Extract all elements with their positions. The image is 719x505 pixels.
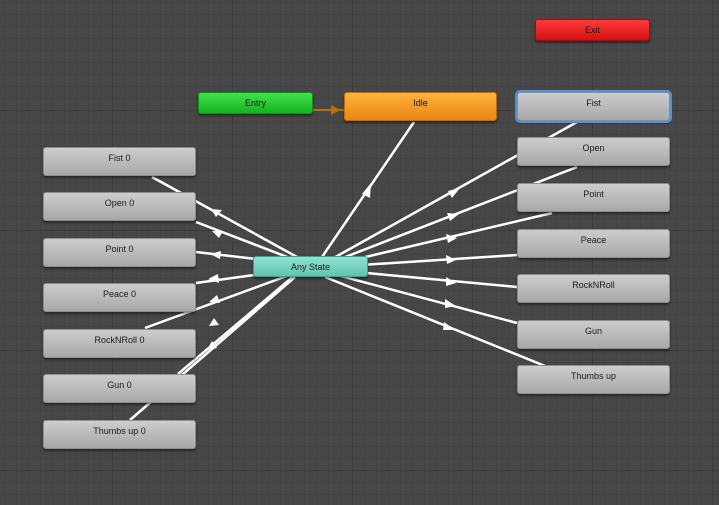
transition-arrow [331,105,340,115]
idle-node[interactable]: Idle [344,92,497,121]
transition-arrow [211,209,222,217]
transition-any-rocknroll[interactable] [344,269,518,289]
state-label: Thumbs up [570,371,617,381]
state-peace[interactable]: Peace [517,229,670,258]
state-thumbs-up[interactable]: Thumbs up [517,365,670,394]
transition-any-gun[interactable] [336,273,518,325]
state-open-0[interactable]: Open 0 [43,192,196,221]
state-label: Point [583,189,604,199]
idle-node-label: Idle [413,98,428,108]
state-gun[interactable]: Gun [517,320,670,349]
state-label: Gun [584,326,602,336]
transition-arrow [207,341,217,350]
transition-arrow [448,188,460,198]
transition-arrow [208,274,219,283]
state-peace-0[interactable]: Peace 0 [43,283,196,312]
transition-arrow [446,234,457,243]
transition-arrow [447,213,459,221]
transition-any-peace[interactable] [344,253,518,268]
transition-arrow [210,251,221,259]
state-label: Gun 0 [107,380,132,390]
exit-node[interactable]: Exit [535,19,650,41]
transition-arrow [209,318,219,326]
exit-node-label: Exit [584,25,600,35]
state-label: RockNRoll 0 [94,335,145,345]
state-label: Thumbs up 0 [93,426,146,436]
any-state-node[interactable]: Any State [253,256,368,277]
state-label: Peace [580,235,607,245]
transition-any-thumbs-up[interactable] [324,275,546,368]
state-label: Peace 0 [102,289,137,299]
state-label: Fist 0 [108,153,131,163]
state-rocknroll[interactable]: RockNRoll [517,274,670,303]
transition-any-fist-0[interactable] [151,175,298,259]
transition-any-point[interactable] [339,211,553,265]
state-point-0[interactable]: Point 0 [43,238,196,267]
state-point[interactable]: Point [517,183,670,212]
transition-any-open-0[interactable] [195,220,296,262]
state-label: Open [582,143,605,153]
state-label: Open 0 [104,198,135,208]
entry-node[interactable]: Entry [198,92,313,114]
state-gun-0[interactable]: Gun 0 [43,374,196,403]
any-state-node-label: Any State [290,262,331,272]
state-fist-0[interactable]: Fist 0 [43,147,196,176]
entry-node-label: Entry [244,98,266,108]
transition-arrow [443,322,455,330]
transition-arrow [212,231,223,238]
transition-arrow [362,183,371,198]
state-open[interactable]: Open [517,137,670,166]
state-fist[interactable]: Fist [515,90,672,123]
state-label: RockNRoll [572,280,615,290]
transition-arrow [209,295,220,303]
state-label: Point 0 [105,244,134,254]
transition-arrow [446,255,456,264]
transition-any-rocknroll-0[interactable] [144,271,296,330]
state-thumbs-up-0[interactable]: Thumbs up 0 [43,420,196,449]
transition-any-gun-0[interactable] [177,274,296,375]
transition-arrow [446,277,456,286]
state-rocknroll-0[interactable]: RockNRoll 0 [43,329,196,358]
state-label: Fist [586,98,601,108]
transition-arrow [445,299,456,308]
